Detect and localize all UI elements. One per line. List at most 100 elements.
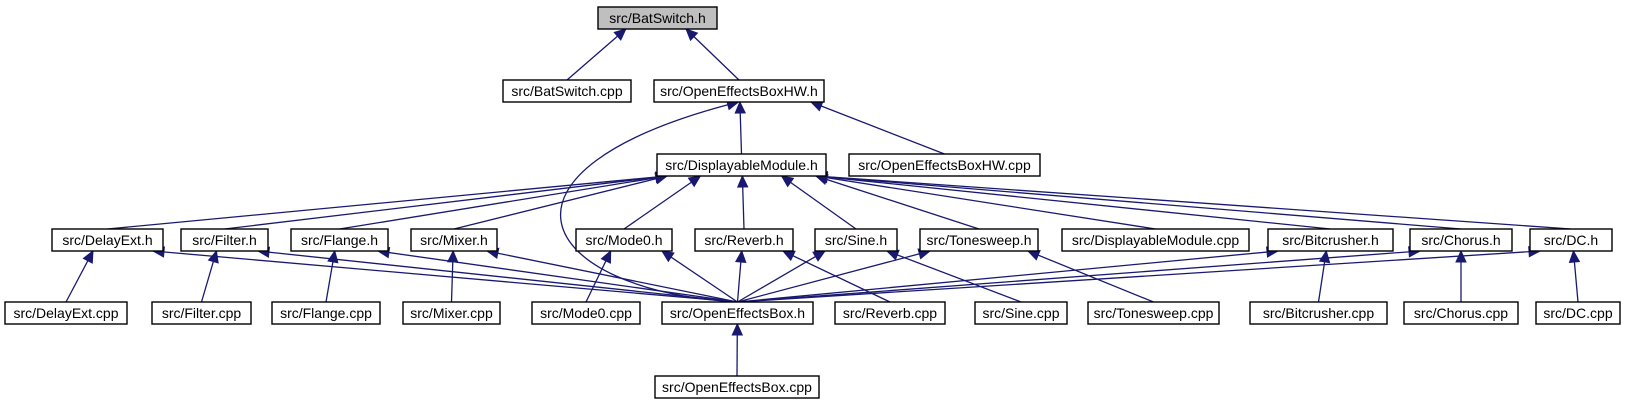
edge-displayable-module-h-to-reverb-h — [736, 174, 749, 230]
node-tonesweep-cpp[interactable]: src/Tonesweep.cpp — [1087, 301, 1220, 325]
arrowhead-open-effects-box-hw-h-to-displayable-module-h — [734, 100, 747, 114]
node-box-reverb-cpp — [834, 301, 946, 325]
node-box-displayable-module-cpp — [1061, 228, 1250, 252]
edge-line-open-effects-box-hw-h-to-open-effects-box-hw-cpp — [810, 101, 945, 155]
arrowhead-mode0-h-to-mode0-cpp — [600, 249, 612, 264]
arrowhead-mode0-h-to-open-effects-box-h — [660, 250, 675, 263]
edge-mixer-h-to-mixer-cpp — [446, 249, 459, 303]
node-box-reverb-h — [694, 228, 794, 252]
edge-displayable-module-h-to-mode0-h — [623, 175, 702, 230]
node-filter-cpp[interactable]: src/Filter.cpp — [151, 301, 252, 325]
node-dc-cpp[interactable]: src/DC.cpp — [1535, 301, 1621, 325]
arrowhead-sine-h-to-open-effects-box-h — [812, 250, 827, 262]
node-box-dc-cpp — [1535, 301, 1621, 325]
node-displayable-module-h[interactable]: src/DisplayableModule.h — [656, 153, 827, 177]
node-label-tonesweep-cpp: src/Tonesweep.cpp — [1094, 305, 1214, 321]
edge-delay-ext-h-to-open-effects-box-h — [151, 246, 738, 303]
edge-line-flange-h-to-open-effects-box-h — [377, 250, 738, 303]
node-filter-h[interactable]: src/Filter.h — [180, 228, 269, 252]
node-chorus-cpp[interactable]: src/Chorus.cpp — [1403, 301, 1519, 325]
node-bat-switch-cpp[interactable]: src/BatSwitch.cpp — [502, 79, 632, 103]
node-open-effects-box-cpp[interactable]: src/OpenEffectsBox.cpp — [654, 375, 820, 399]
node-dc-h[interactable]: src/DC.h — [1529, 228, 1613, 252]
node-tonesweep-h[interactable]: src/Tonesweep.h — [919, 228, 1039, 252]
node-mixer-h[interactable]: src/Mixer.h — [410, 228, 498, 252]
node-box-flange-h — [290, 228, 389, 252]
node-box-bitcrusher-cpp — [1249, 301, 1388, 325]
node-box-bat-switch-cpp — [502, 79, 632, 103]
node-bat-switch-h: src/BatSwitch.h — [597, 6, 718, 30]
node-box-tonesweep-h — [919, 228, 1039, 252]
node-flange-h[interactable]: src/Flange.h — [290, 228, 389, 252]
node-box-filter-cpp — [151, 301, 252, 325]
node-label-dc-cpp: src/DC.cpp — [1543, 305, 1612, 321]
arrowhead-displayable-module-h-to-sine-h — [780, 175, 795, 188]
node-sine-h[interactable]: src/Sine.h — [814, 228, 898, 252]
node-label-chorus-cpp: src/Chorus.cpp — [1414, 305, 1508, 321]
node-mixer-cpp[interactable]: src/Mixer.cpp — [402, 301, 501, 325]
node-label-delay-ext-h: src/DelayExt.h — [62, 232, 152, 248]
edge-line-displayable-module-h-to-mixer-h — [453, 175, 668, 230]
edge-line-bat-switch-h-to-open-effects-box-hw-h — [685, 28, 740, 81]
edge-sine-h-to-sine-cpp — [885, 249, 1022, 303]
node-label-bat-switch-cpp: src/BatSwitch.cpp — [511, 83, 622, 99]
node-open-effects-box-h[interactable]: src/OpenEffectsBox.h — [661, 301, 814, 325]
edge-line-bitcrusher-h-to-open-effects-box-h — [737, 250, 1279, 303]
node-bitcrusher-h[interactable]: src/Bitcrusher.h — [1267, 228, 1394, 252]
edge-line-displayable-module-h-to-chorus-h — [815, 175, 1462, 230]
edge-line-displayable-module-h-to-dc-h — [815, 175, 1572, 230]
node-displayable-module-cpp[interactable]: src/DisplayableModule.cpp — [1061, 228, 1250, 252]
edge-line-displayable-module-h-to-delay-ext-h — [107, 175, 668, 230]
edge-dc-h-to-dc-cpp — [1568, 249, 1581, 303]
node-box-chorus-h — [1409, 228, 1513, 252]
node-box-tonesweep-cpp — [1087, 301, 1220, 325]
node-label-mode0-h: src/Mode0.h — [585, 232, 662, 248]
node-delay-ext-h[interactable]: src/DelayExt.h — [51, 228, 164, 252]
arrowhead-bat-switch-h-to-bat-switch-cpp — [613, 28, 627, 41]
node-open-effects-box-hw-h[interactable]: src/OpenEffectsBoxHW.h — [653, 79, 825, 103]
arrowhead-open-effects-box-hw-h-to-open-effects-box-hw-cpp — [809, 100, 824, 112]
node-sine-cpp[interactable]: src/Sine.cpp — [974, 301, 1068, 325]
node-box-sine-cpp — [974, 301, 1068, 325]
node-reverb-cpp[interactable]: src/Reverb.cpp — [834, 301, 946, 325]
edge-delay-ext-h-to-delay-ext-cpp — [65, 249, 94, 303]
node-label-bat-switch-h: src/BatSwitch.h — [609, 10, 705, 26]
node-bitcrusher-cpp[interactable]: src/Bitcrusher.cpp — [1249, 301, 1388, 325]
node-delay-ext-cpp[interactable]: src/DelayExt.cpp — [4, 301, 128, 325]
node-box-sine-h — [814, 228, 898, 252]
node-mode0-h[interactable]: src/Mode0.h — [575, 228, 673, 252]
node-label-open-effects-box-hw-h: src/OpenEffectsBoxHW.h — [660, 83, 818, 99]
node-box-delay-ext-cpp — [4, 301, 128, 325]
node-box-open-effects-box-hw-cpp — [848, 153, 1041, 177]
arrowhead-delay-ext-h-to-delay-ext-cpp — [82, 249, 94, 264]
edge-line-displayable-module-h-to-sine-h — [781, 175, 857, 230]
node-reverb-h[interactable]: src/Reverb.h — [694, 228, 794, 252]
node-box-open-effects-box-h — [661, 301, 814, 325]
node-box-open-effects-box-cpp — [654, 375, 820, 399]
node-label-open-effects-box-hw-cpp: src/OpenEffectsBoxHW.cpp — [858, 157, 1031, 173]
arrowhead-open-effects-box-h-to-open-effects-box-cpp — [731, 322, 744, 336]
node-label-tonesweep-h: src/Tonesweep.h — [926, 232, 1031, 248]
edge-open-effects-box-hw-h-to-displayable-module-h — [734, 100, 747, 155]
arrowhead-mixer-h-to-mixer-cpp — [446, 249, 459, 263]
edge-bat-switch-h-to-open-effects-box-hw-h — [685, 28, 740, 81]
edge-chorus-h-to-chorus-cpp — [1455, 249, 1467, 302]
node-mode0-cpp[interactable]: src/Mode0.cpp — [531, 301, 641, 325]
arrowhead-tonesweep-h-to-tonesweep-cpp — [1026, 249, 1041, 261]
edge-bat-switch-h-to-bat-switch-cpp — [566, 28, 627, 81]
node-open-effects-box-hw-cpp[interactable]: src/OpenEffectsBoxHW.cpp — [848, 153, 1041, 177]
edge-line-bat-switch-h-to-bat-switch-cpp — [566, 28, 627, 81]
node-label-reverb-h: src/Reverb.h — [704, 232, 783, 248]
edge-open-effects-box-hw-h-to-open-effects-box-hw-cpp — [809, 100, 945, 155]
edge-line-chorus-h-to-open-effects-box-h — [737, 250, 1421, 303]
node-label-mode0-cpp: src/Mode0.cpp — [540, 305, 632, 321]
edge-mixer-h-to-open-effects-box-h — [485, 247, 738, 303]
arrowhead-displayable-module-h-to-mode0-h — [687, 175, 702, 188]
node-chorus-h[interactable]: src/Chorus.h — [1409, 228, 1513, 252]
node-flange-cpp[interactable]: src/Flange.cpp — [271, 301, 381, 325]
nodes-layer: src/BatSwitch.h src/BatSwitch.cpp src/Open… — [4, 6, 1621, 399]
arrowhead-reverb-h-to-reverb-cpp — [781, 250, 796, 262]
node-box-mixer-h — [410, 228, 498, 252]
node-label-mixer-h: src/Mixer.h — [420, 232, 488, 248]
